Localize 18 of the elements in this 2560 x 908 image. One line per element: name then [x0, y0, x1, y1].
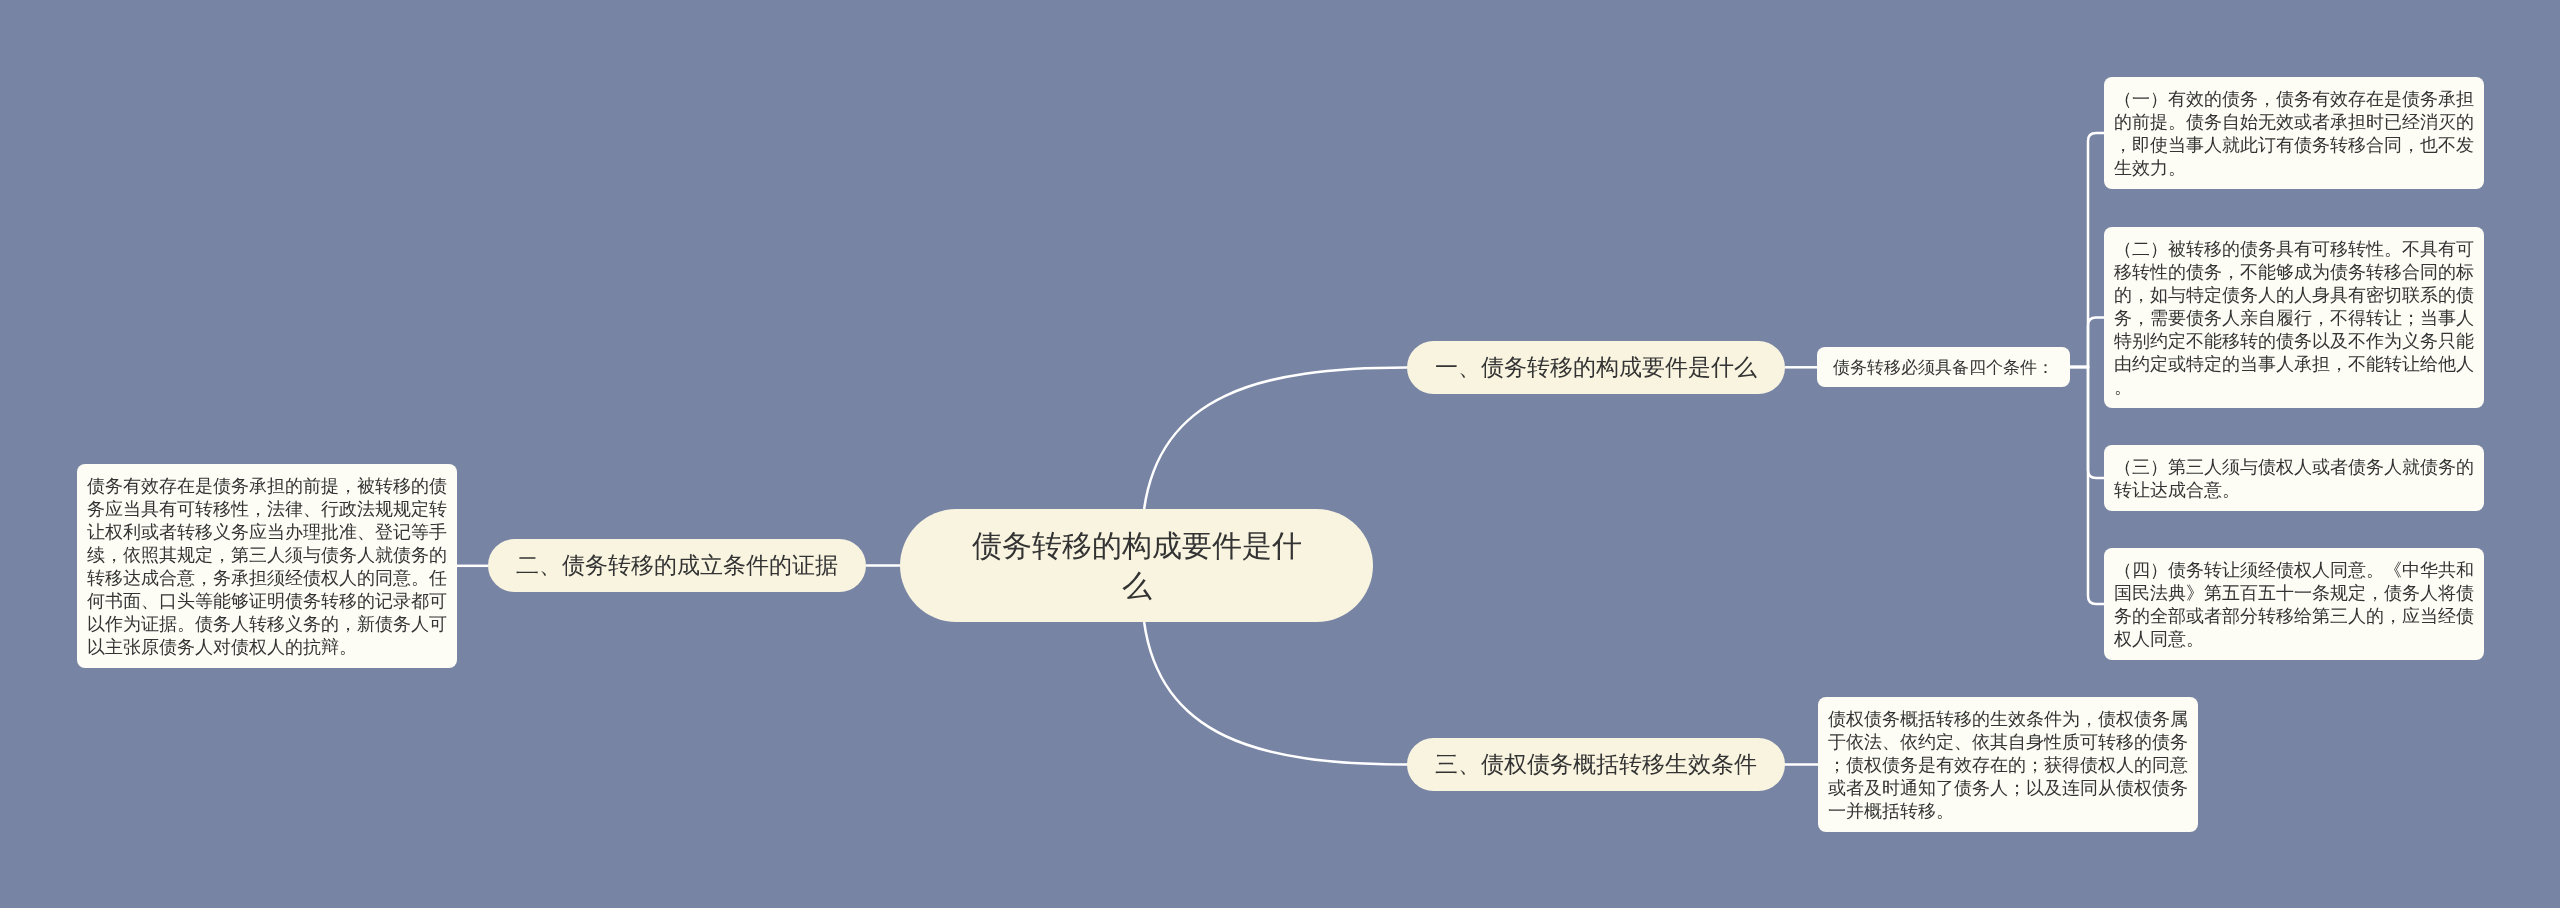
- connector-line: [1785, 763, 1818, 766]
- connector-line: [1142, 366, 1408, 510]
- connector-line: [1142, 621, 1408, 766]
- connector-line: [2070, 365, 2104, 606]
- subtopic-box: 债务转移必须具备四个条件：: [1817, 347, 2070, 387]
- connector-line: [866, 564, 900, 567]
- note-box: （三）第三人须与债权人或者债务人就债务的转让达成合意。: [2104, 445, 2484, 511]
- topic-pill: 一、债务转移的构成要件是什么: [1407, 341, 1785, 394]
- note-box: 债权债务概括转移的生效条件为，债权债务属于依法、依约定、依其自身性质可转移的债务；债权债务是有效存在的；获得债权人的同意或者及时通知了债务人；以及连同从债权债务一并概括转移。: [1818, 697, 2198, 832]
- topic-pill: 二、债务转移的成立条件的证据: [488, 539, 866, 592]
- note-box: （四）债务转让须经债权人同意。《中华共和国民法典》第五百五十一条规定，债务人将债务的全部或者部分转移给第三人的，应当经债权人同意。: [2104, 548, 2484, 660]
- topic-pill: 三、债权债务概括转移生效条件: [1407, 738, 1785, 791]
- connector-line: [457, 564, 488, 568]
- connector-line: [1785, 366, 1817, 369]
- note-box: 债务有效存在是债务承担的前提，被转移的债务应当具有可转移性，法律、行政法规规定转让权利或者转移义务应当办理批准、登记等手续，依照其规定，第三人须与债务人就债务的转移达成合意，务承担须经债权人的同意。任何书面、口头等能够证明债务转移的记录都可以作为证据。债务人转移义务的，新债务人可以主张原债务人对债权人的抗辩。: [77, 464, 457, 668]
- note-box: （一）有效的债务，债务有效存在是债务承担的前提。债务自始无效或者承担时已经消灭的，即使当事人就此订有债务转移合同，也不发生效力。: [2104, 77, 2484, 189]
- note-box: （二）被转移的债务具有可移转性。不具有可移转性的债务，不能够成为债务转移合同的标的，如与特定债务人的人身具有密切联系的债务，需要债务人亲自履行，不得转让；当事人特别约定不能移转的债务以及不作为义务只能由约定或特定的当事人承担，不能转让给他人。: [2104, 227, 2484, 408]
- central-topic-pill: 债务转移的构成要件是什么: [900, 509, 1373, 622]
